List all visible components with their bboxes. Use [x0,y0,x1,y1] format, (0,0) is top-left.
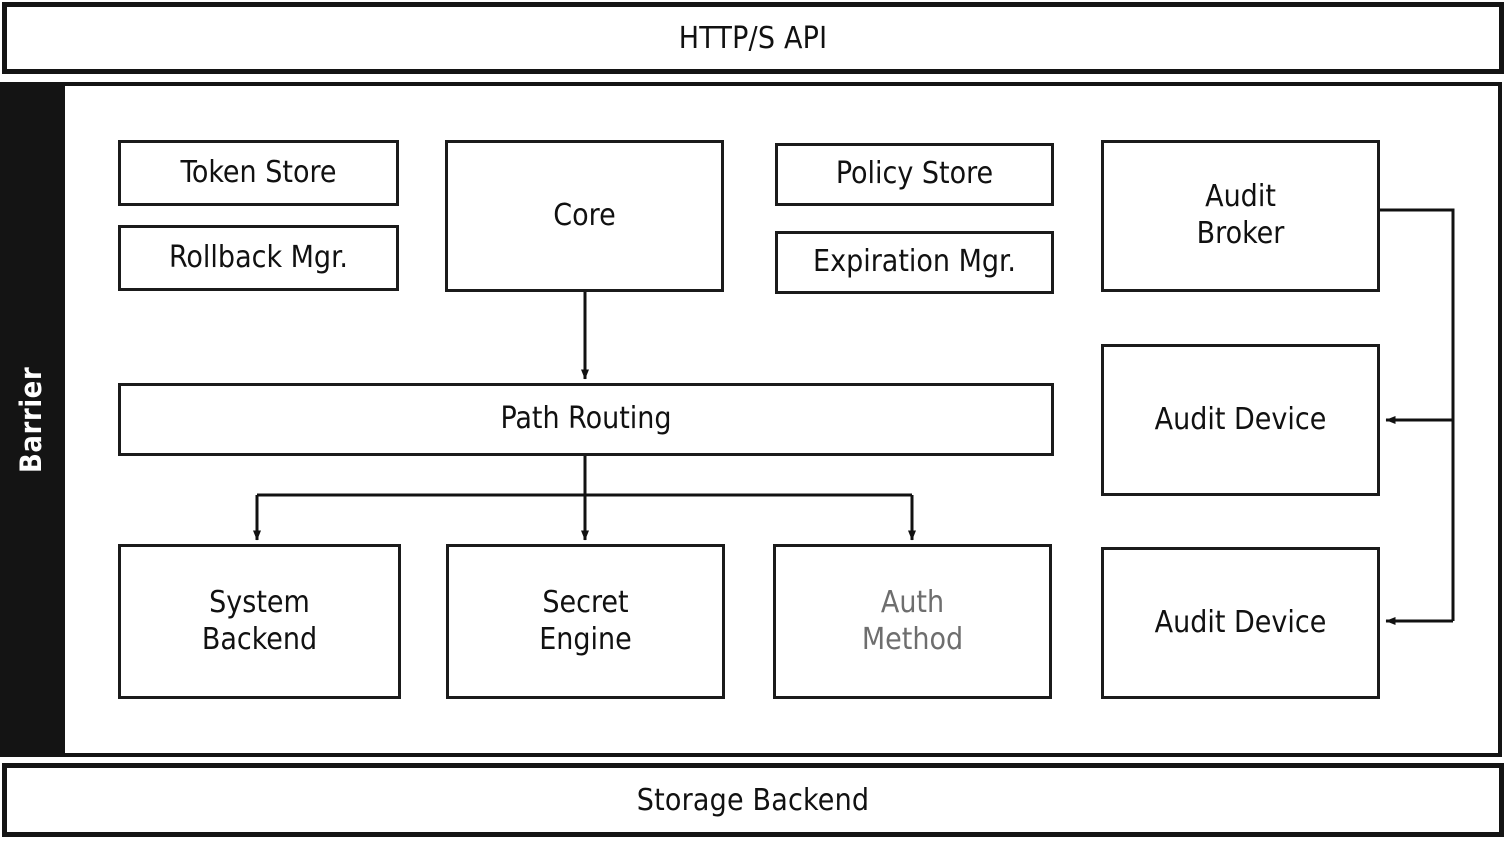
node-label-path-routing: Path Routing [500,401,672,437]
node-audit-broker: Audit Broker [1101,140,1380,292]
node-label-policy-store: Policy Store [835,156,994,192]
node-label-expiration-mgr: Expiration Mgr. [813,244,1016,280]
node-path-routing: Path Routing [118,383,1054,456]
barrier-bar [0,82,62,757]
node-audit-device-1: Audit Device [1101,344,1380,496]
node-audit-device-2: Audit Device [1101,547,1380,699]
node-expiration-mgr: Expiration Mgr. [775,231,1054,294]
http-api-layer: HTTP/S API [2,2,1504,74]
node-label-audit-device-1: Audit Device [1154,401,1327,437]
barrier-label: Barrier [14,366,48,473]
node-system-backend: System Backend [118,544,401,699]
node-label-auth-method: Auth Method [861,584,964,657]
node-label-core: Core [553,197,616,233]
node-secret-engine: Secret Engine [446,544,725,699]
node-label-audit-broker: Audit Broker [1196,179,1285,251]
node-rollback-mgr: Rollback Mgr. [118,225,399,291]
node-policy-store: Policy Store [775,143,1054,206]
node-label-system-backend: System Backend [201,584,318,657]
storage-backend-layer: Storage Backend [2,763,1504,837]
node-label-audit-device-2: Audit Device [1154,604,1327,640]
storage-backend-label: Storage Backend [636,782,870,818]
node-core: Core [445,140,724,292]
node-label-token-store: Token Store [180,154,337,190]
node-label-secret-engine: Secret Engine [539,584,632,657]
http-api-label: HTTP/S API [678,20,828,56]
node-auth-method: Auth Method [773,544,1052,699]
node-label-rollback-mgr: Rollback Mgr. [169,239,348,275]
node-token-store: Token Store [118,140,399,206]
